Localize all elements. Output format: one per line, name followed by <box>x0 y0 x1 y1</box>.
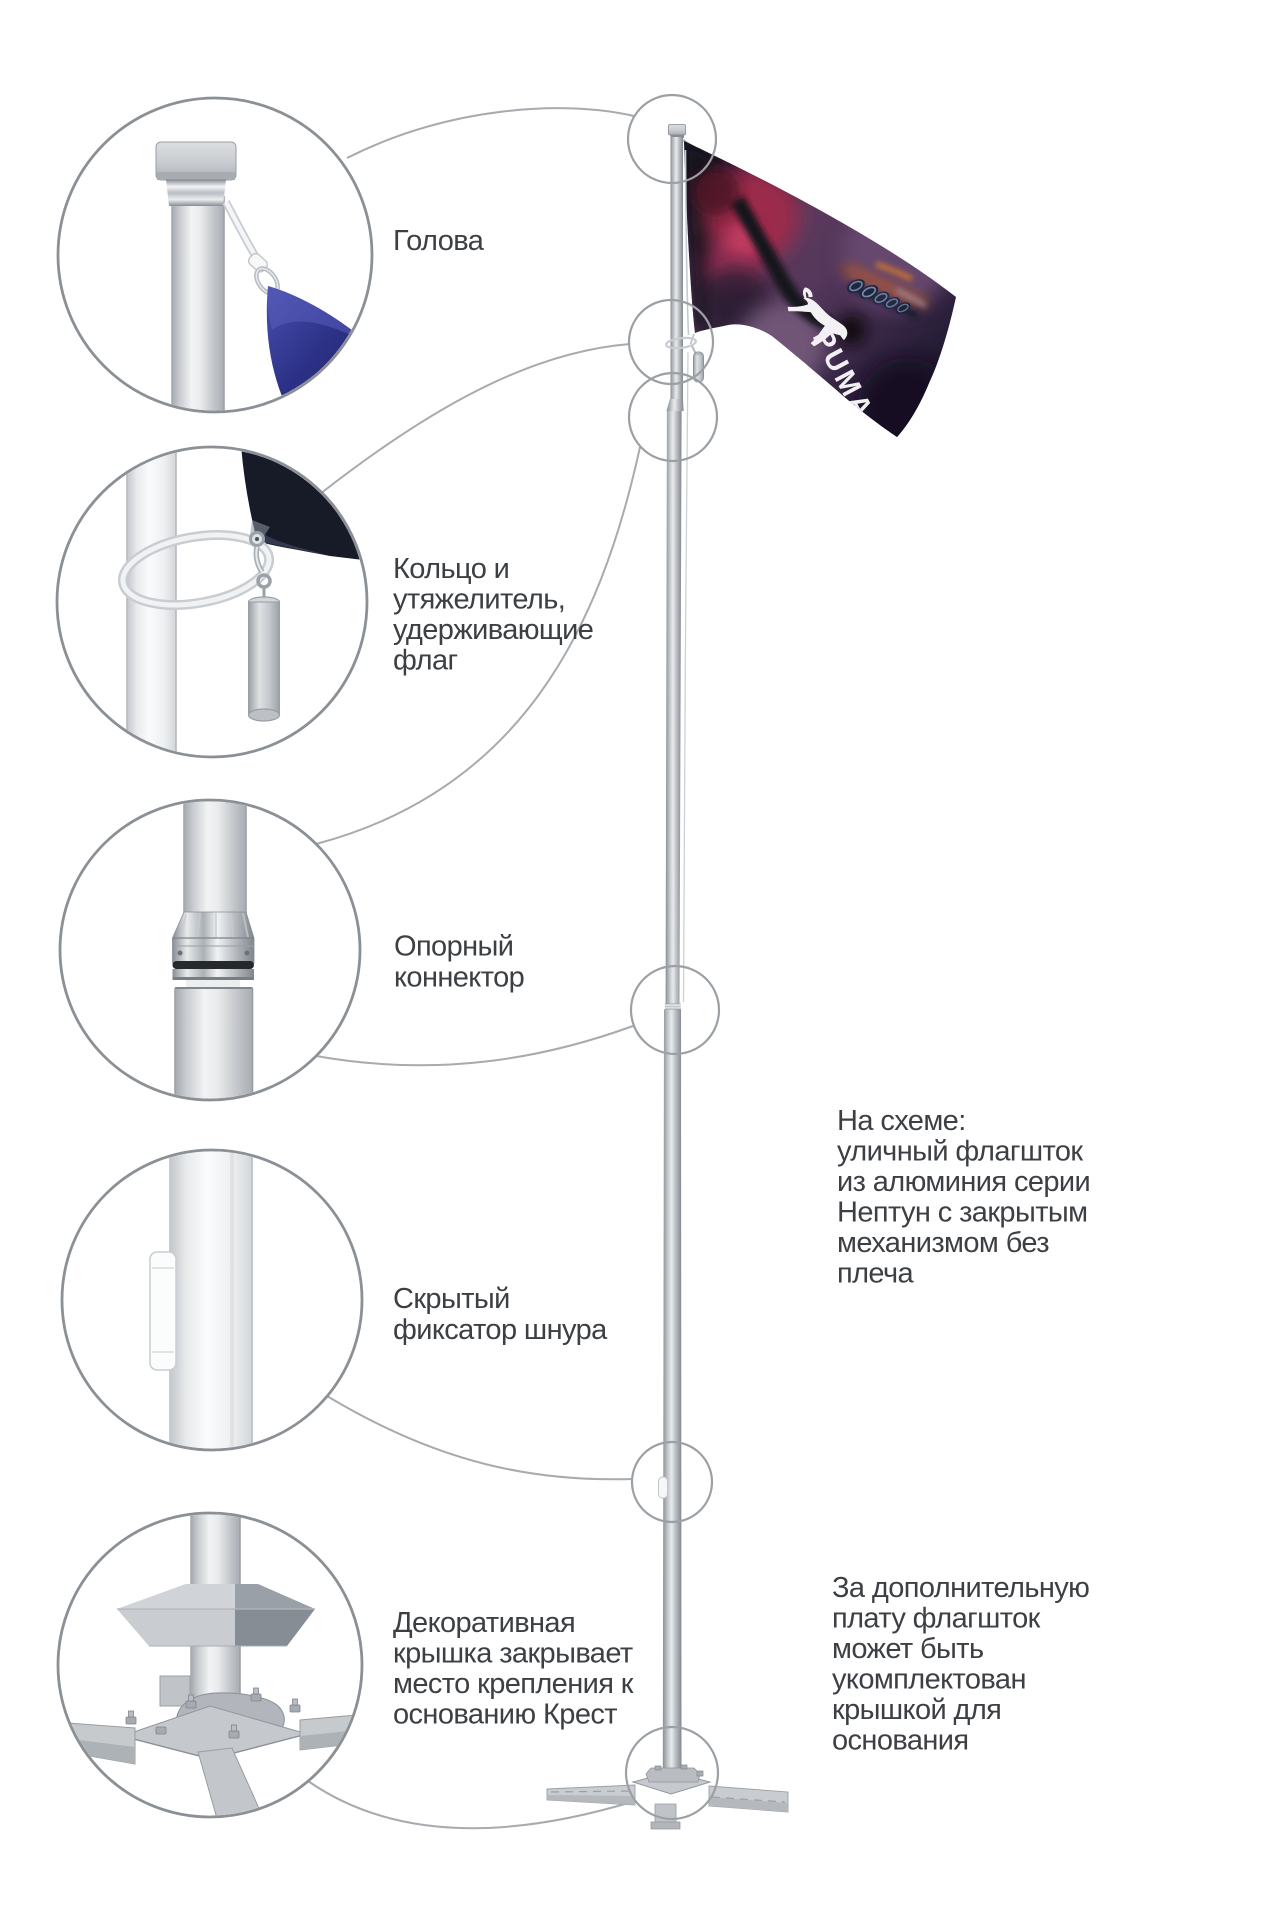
svg-text:коннектор: коннектор <box>394 962 524 994</box>
svg-text:утяжелитель,: утяжелитель, <box>393 584 565 616</box>
svg-text:основанию Крест: основанию Крест <box>393 1699 617 1731</box>
svg-text:Декоративная: Декоративная <box>393 1607 575 1639</box>
svg-text:уличный флагшток: уличный флагшток <box>837 1136 1083 1168</box>
svg-text:удерживающие: удерживающие <box>393 614 593 646</box>
svg-text:За дополнительную: За дополнительную <box>832 1572 1089 1604</box>
svg-text:крышка закрывает: крышка закрывает <box>393 1638 633 1670</box>
svg-text:Нептун с закрытым: Нептун с закрытым <box>837 1197 1087 1229</box>
svg-text:флаг: флаг <box>393 645 457 677</box>
svg-text:плату флагшток: плату флагшток <box>832 1603 1041 1635</box>
svg-text:механизмом без: механизмом без <box>837 1227 1049 1259</box>
svg-text:основания: основания <box>832 1725 969 1757</box>
svg-text:фиксатор шнура: фиксатор шнура <box>393 1314 608 1346</box>
svg-text:Скрытый: Скрытый <box>393 1283 510 1315</box>
svg-text:На схеме:: На схеме: <box>837 1105 966 1137</box>
svg-text:из алюминия серии: из алюминия серии <box>837 1166 1090 1198</box>
svg-text:может быть: может быть <box>832 1633 984 1665</box>
svg-text:место крепления к: место крепления к <box>393 1668 634 1700</box>
svg-text:Опорный: Опорный <box>394 931 513 963</box>
svg-text:укомплектован: укомплектован <box>832 1664 1026 1696</box>
svg-text:плеча: плеча <box>837 1258 914 1290</box>
svg-text:Голова: Голова <box>393 225 485 257</box>
svg-text:Кольцо и: Кольцо и <box>393 553 509 585</box>
svg-text:крышкой для: крышкой для <box>832 1694 1001 1726</box>
